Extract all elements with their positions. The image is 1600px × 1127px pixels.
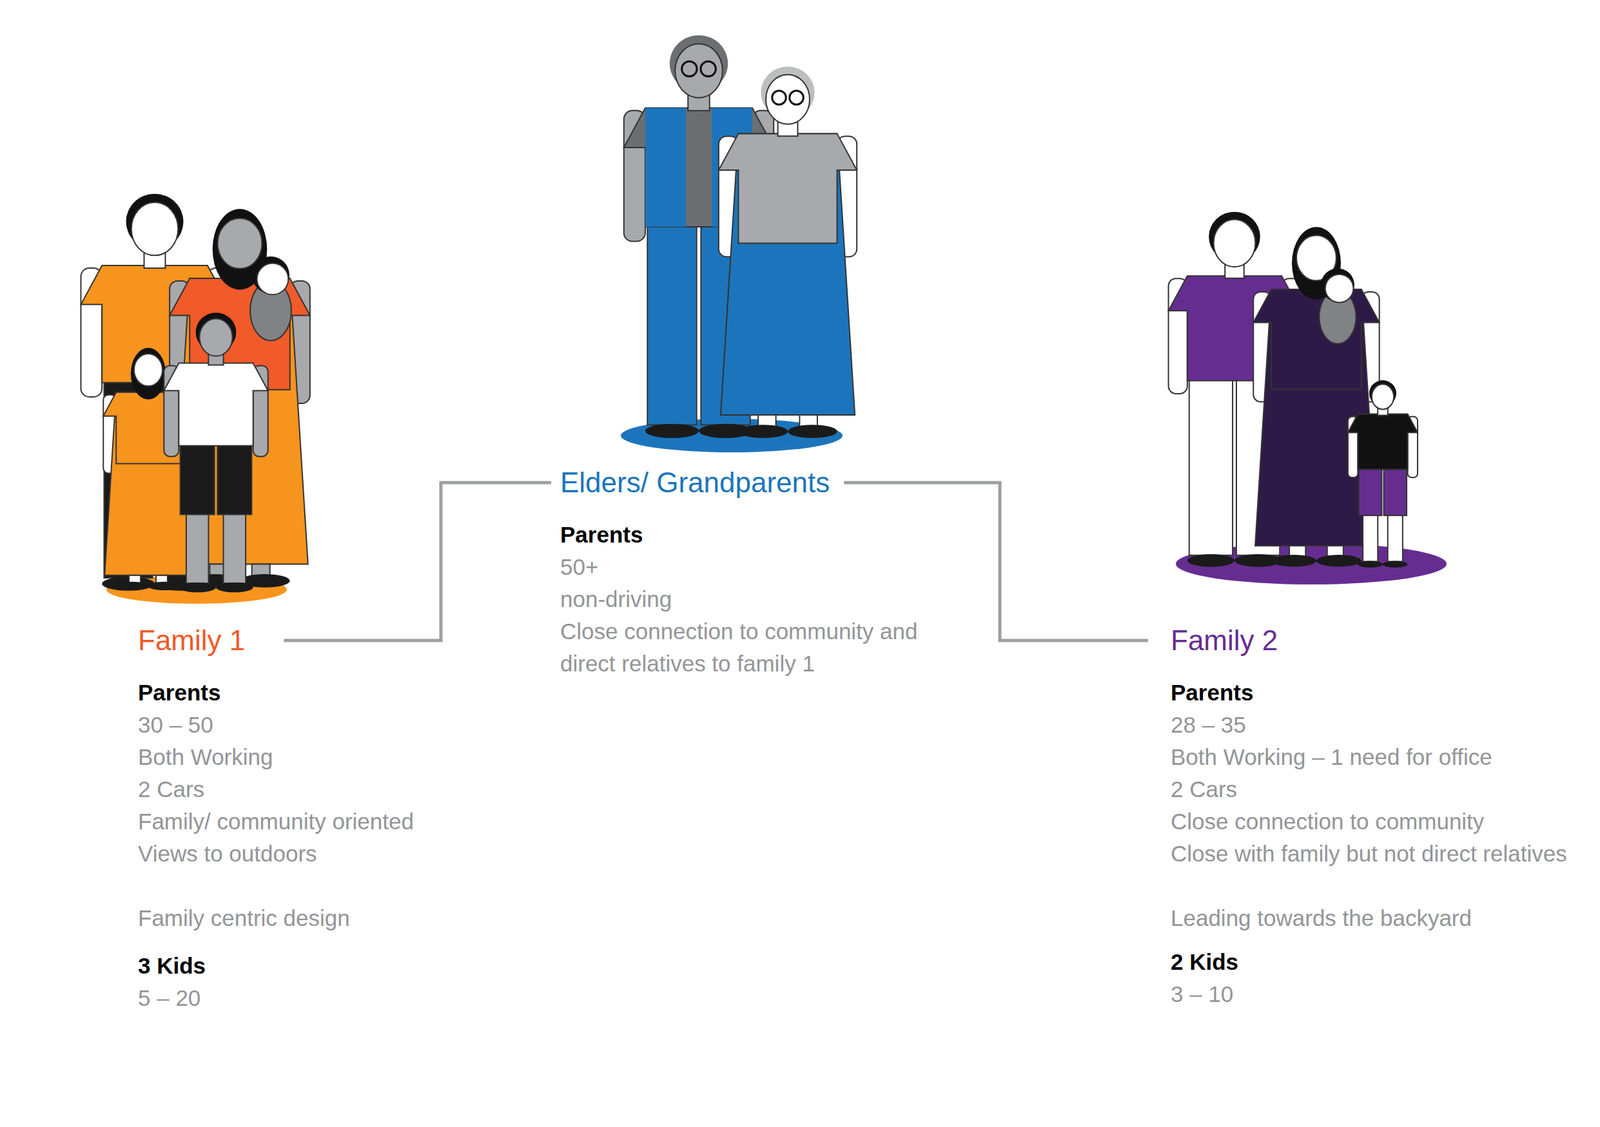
detail-line: 3 – 10 xyxy=(1170,978,1234,1011)
family-group: Family 1 Parents30 – 50Both Working2 Cars… xyxy=(137,622,499,1015)
detail-line: 2 Cars xyxy=(137,773,205,806)
group-heading: Family 1 xyxy=(137,622,245,659)
detail-line: 5 – 20 xyxy=(137,982,201,1015)
detail-line: Parents xyxy=(137,676,221,710)
person-figure xyxy=(718,66,857,438)
person-figure xyxy=(163,312,268,593)
family-group: Family 2 Parents28 – 35Both Working – 1 n… xyxy=(1170,622,1577,1011)
detail-line: non-driving xyxy=(560,583,672,616)
detail-line: Close with family but not direct relativ… xyxy=(1170,838,1568,871)
group-heading: Elders/ Grandparents xyxy=(560,464,830,501)
detail-line: 3 Kids xyxy=(137,950,206,983)
connector-line xyxy=(843,482,1149,641)
detail-line: Leading towards the backyard xyxy=(1170,902,1472,935)
family-group: Elders/ GrandparentsParents50+non-drivin… xyxy=(560,464,941,681)
detail-line: Close connection to community xyxy=(1170,805,1484,839)
detail-line: Family/ community oriented xyxy=(137,805,414,839)
detail-line: Family centric design xyxy=(137,902,351,935)
detail-line: Parents xyxy=(1170,676,1254,710)
detail-line: Both Working xyxy=(137,741,273,774)
detail-line: Views to outdoors xyxy=(137,838,318,871)
detail-line: 2 Kids xyxy=(1170,946,1239,979)
baby-figure xyxy=(1318,268,1356,344)
baby-figure xyxy=(250,256,292,342)
detail-line: 50+ xyxy=(560,551,599,584)
person-figure xyxy=(1347,380,1418,568)
detail-line: 28 – 35 xyxy=(1170,709,1247,742)
group-heading: Family 2 xyxy=(1170,622,1278,659)
connector-line xyxy=(283,482,552,641)
detail-line: 2 Cars xyxy=(1170,773,1238,806)
detail-line: Parents xyxy=(560,518,643,552)
detail-line: Both Working – 1 need for office xyxy=(1170,741,1493,774)
detail-line: Close connection to community and direct… xyxy=(560,615,941,681)
detail-line: 30 – 50 xyxy=(137,709,214,742)
